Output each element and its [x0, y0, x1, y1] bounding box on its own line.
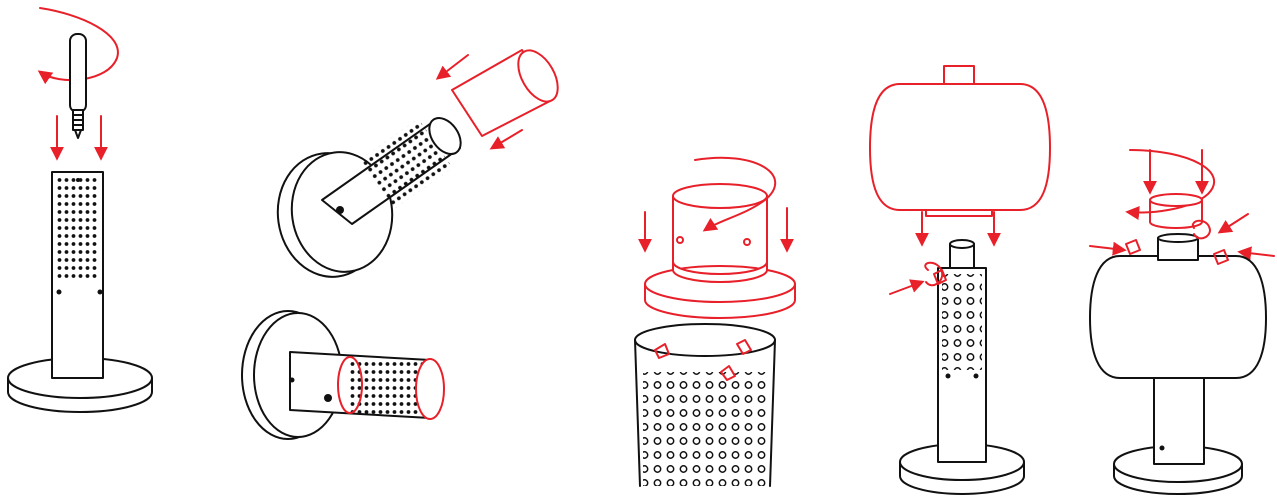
diagonal-arrow-icon [1220, 214, 1248, 232]
step-insert-bulb [0, 0, 200, 496]
lamp-base [8, 172, 152, 412]
diagonal-arrow-icon [492, 130, 522, 148]
lamp-upper [270, 112, 467, 283]
shade-icon [870, 66, 1050, 216]
sleeve-icon [452, 44, 566, 136]
screw-icon [925, 263, 946, 286]
collar-icon [645, 184, 795, 318]
step-lower-shade [860, 0, 1060, 496]
diagonal-arrow-icon [890, 282, 922, 294]
diagonal-arrow-icon [1240, 252, 1274, 256]
step-lock-collar [625, 0, 815, 496]
lamp-assembled [1090, 234, 1266, 494]
diagonal-arrow-icon [438, 55, 468, 78]
step-fasten-cap [1080, 0, 1277, 496]
bulb-icon [70, 34, 86, 138]
lamp-lower [242, 311, 444, 439]
step-slide-sleeve [230, 0, 590, 496]
diagonal-arrow-icon [1090, 246, 1124, 250]
lamp-body [900, 240, 1024, 494]
